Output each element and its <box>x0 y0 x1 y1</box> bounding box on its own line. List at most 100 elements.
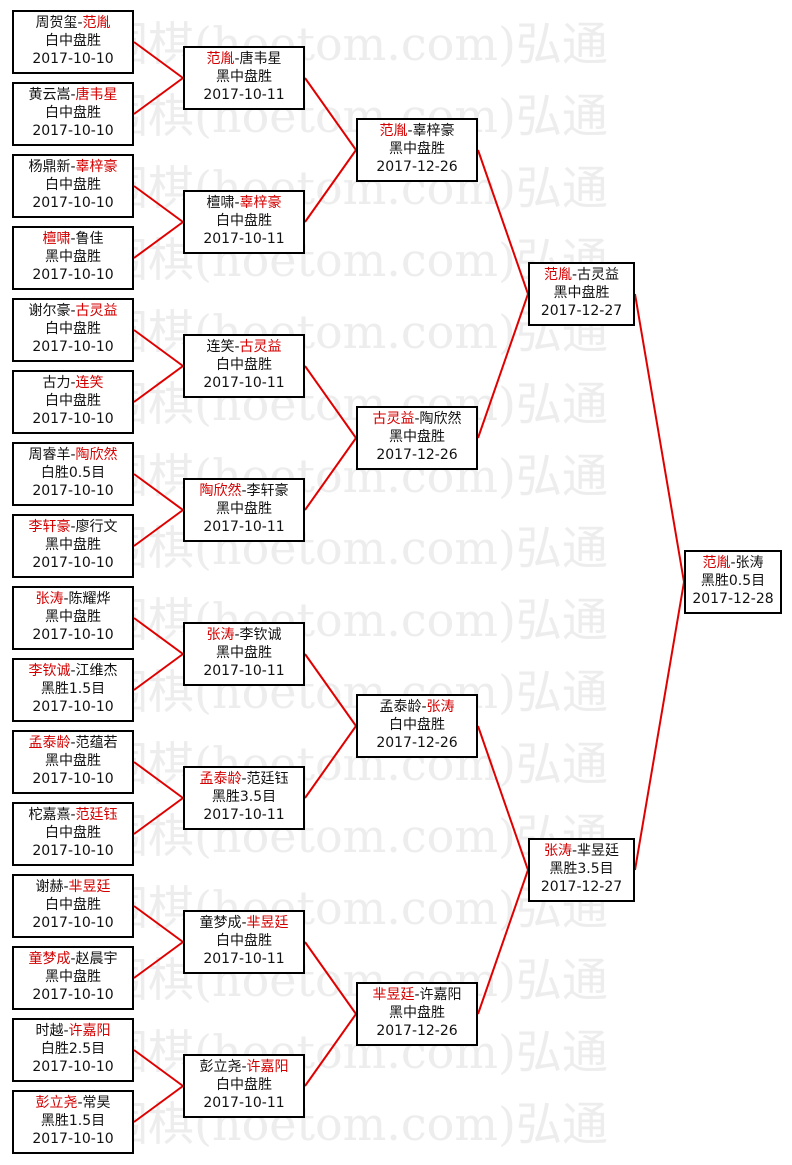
player-white: 辜梓豪 <box>239 195 282 211</box>
match-date: 2017-10-10 <box>32 699 114 715</box>
player-separator: - <box>70 663 76 679</box>
match-players: 古力-连笑 <box>14 374 132 392</box>
match-result: 白中盘胜 <box>45 321 101 337</box>
player-white: 芈昱廷 <box>577 843 620 859</box>
match-result: 黑中盘胜 <box>389 1005 445 1021</box>
match-players: 范胤-辜梓豪 <box>358 122 476 140</box>
match-result: 黑中盘胜 <box>389 141 445 157</box>
player-white: 廖行文 <box>75 519 118 535</box>
match-players: 童梦成-芈昱廷 <box>185 914 303 932</box>
connector-line <box>477 149 529 295</box>
connector-line <box>477 293 529 439</box>
match-date: 2017-12-27 <box>540 303 623 319</box>
connector-line <box>133 221 184 259</box>
player-white: 张涛 <box>735 555 764 571</box>
player-separator: - <box>70 735 76 751</box>
match-players: 周贺玺-范胤 <box>14 14 132 32</box>
player-white: 唐韦星 <box>239 51 282 67</box>
player-white: 赵晨宇 <box>75 951 118 967</box>
match-players: 周睿羊-陶欣然 <box>14 446 132 464</box>
player-separator: - <box>63 879 69 895</box>
match-result: 黑中盘胜 <box>553 285 610 301</box>
match-players: 谢赫-芈昱廷 <box>14 878 132 896</box>
player-black: 陶欣然 <box>199 483 242 499</box>
connector-line <box>133 905 184 943</box>
player-separator: - <box>414 987 420 1003</box>
player-separator: - <box>70 231 76 247</box>
player-black: 彭立尧 <box>35 1095 78 1111</box>
player-white: 古灵益 <box>75 303 118 319</box>
match-result: 白胜0.5目 <box>40 465 106 481</box>
connector-line <box>133 473 184 511</box>
player-black: 檀啸 <box>206 195 235 211</box>
connector-line <box>133 797 184 835</box>
match-players: 童梦成-赵晨宇 <box>14 950 132 968</box>
player-white: 唐韦星 <box>75 87 118 103</box>
match-date: 2017-10-10 <box>32 915 114 931</box>
match-date: 2017-10-11 <box>203 663 285 679</box>
match-date: 2017-10-10 <box>32 123 114 139</box>
match-players: 古灵益-陶欣然 <box>358 410 476 428</box>
match-players: 连笑-古灵益 <box>185 338 303 356</box>
player-separator: - <box>234 195 240 211</box>
player-white: 辜梓豪 <box>75 159 118 175</box>
match-players: 李轩豪-廖行文 <box>14 518 132 536</box>
connector-line <box>133 617 184 655</box>
connector-line <box>304 365 357 439</box>
player-separator: - <box>63 591 69 607</box>
player-white: 陶欣然 <box>75 447 118 463</box>
player-black: 孟泰龄 <box>199 771 242 787</box>
player-separator: - <box>70 375 76 391</box>
connector-line <box>477 869 529 1015</box>
connector-line <box>304 437 357 511</box>
connector-line <box>634 293 685 583</box>
player-separator: - <box>234 51 240 67</box>
player-black: 李轩豪 <box>28 519 71 535</box>
player-white: 范廷钰 <box>75 807 118 823</box>
player-white: 古灵益 <box>577 267 620 283</box>
player-white: 范廷钰 <box>246 771 289 787</box>
player-black: 范胤 <box>702 555 731 571</box>
match-date: 2017-12-26 <box>376 447 458 463</box>
connector-line <box>133 365 184 403</box>
player-black: 范胤 <box>543 267 572 283</box>
connector-line <box>133 77 184 115</box>
match-players: 檀啸-鲁佳 <box>14 230 132 248</box>
match-date: 2017-10-10 <box>32 771 114 787</box>
match-result: 黑中盘胜 <box>45 753 101 769</box>
connector-line <box>133 761 184 799</box>
match-date: 2017-10-11 <box>203 519 285 535</box>
connector-line <box>304 653 357 727</box>
connector-line <box>477 725 529 871</box>
player-separator: - <box>77 15 83 31</box>
player-white: 范蕴若 <box>75 735 118 751</box>
player-white: 连笑 <box>75 375 104 391</box>
player-black: 芈昱廷 <box>372 987 415 1003</box>
match-players: 张涛-芈昱廷 <box>530 842 633 860</box>
player-white: 陶欣然 <box>419 411 462 427</box>
match-players: 孟泰龄-张涛 <box>358 698 476 716</box>
match-result: 白中盘胜 <box>45 825 101 841</box>
match-result: 黑中盘胜 <box>45 537 101 553</box>
match-result: 白中盘胜 <box>45 897 101 913</box>
connector-line <box>634 581 685 871</box>
player-separator: - <box>70 159 76 175</box>
player-separator: - <box>70 303 76 319</box>
match-result: 黑中盘胜 <box>216 645 272 661</box>
match-players: 陶欣然-李轩豪 <box>185 482 303 500</box>
player-black: 童梦成 <box>199 915 242 931</box>
match-result: 白中盘胜 <box>45 105 101 121</box>
